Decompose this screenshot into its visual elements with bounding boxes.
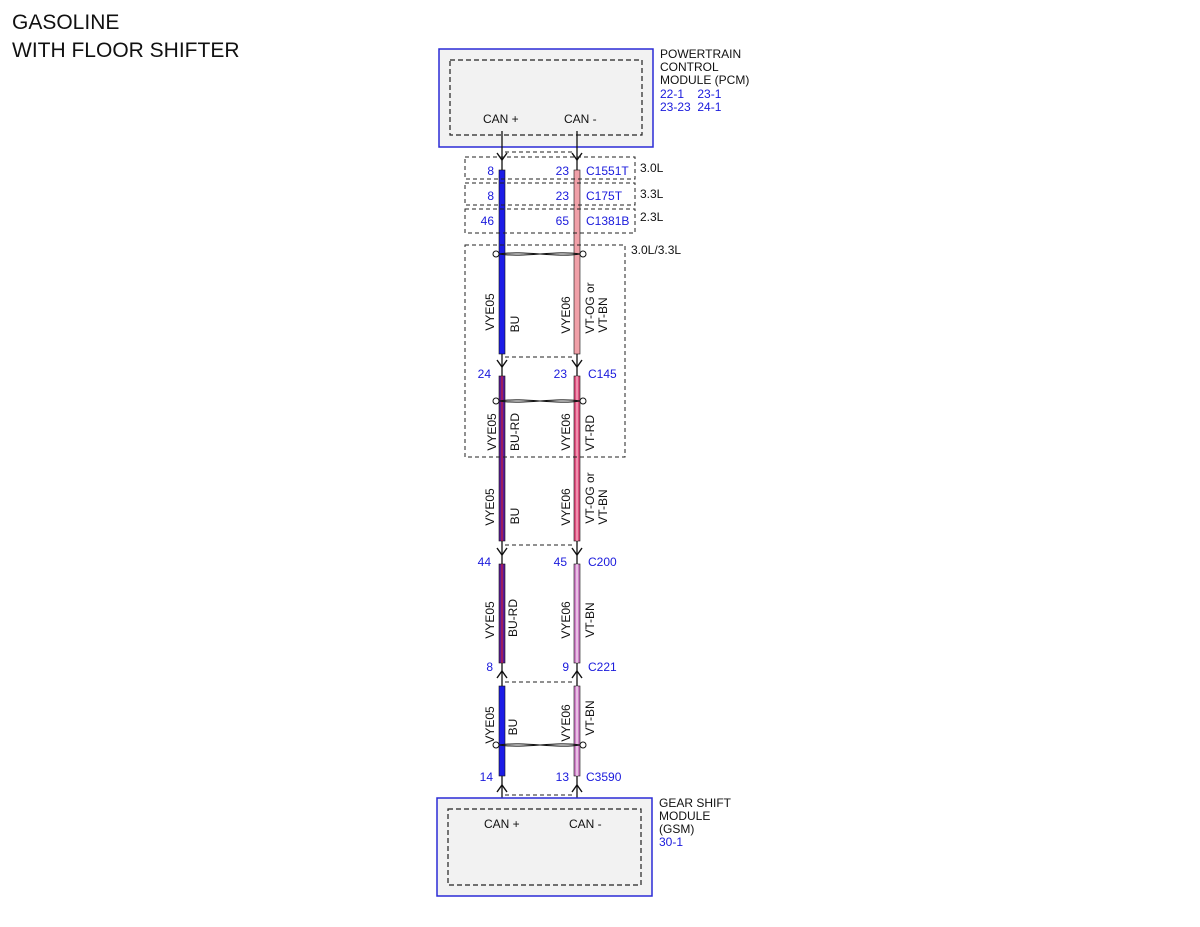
wire-labels: VYE05 BU VYE06 VT-OG or VT-BN VYE05 BU-R… [483, 282, 610, 743]
connector-pin-right: 23 [554, 367, 568, 381]
connector-name: C1381B [586, 214, 629, 228]
title-line-2: WITH FLOOR SHIFTER [12, 39, 240, 62]
arrow-down-icon [571, 152, 583, 162]
connector-pin-right: 13 [556, 770, 570, 784]
pcm-module: CAN + CAN - POWERTRAIN CONTROL MODULE (P… [438, 47, 749, 148]
arrow-up-icon [496, 783, 508, 793]
pcm-box [438, 48, 654, 148]
gsm-module: CAN + CAN - GEAR SHIFT MODULE (GSM) 30-1 [436, 796, 732, 897]
connector-box-c175t [464, 182, 636, 206]
gsm-name-line-2: MODULE [659, 809, 710, 823]
wire-circuit-label: VYE06 [559, 296, 573, 334]
connector-pin-right: 65 [556, 214, 570, 228]
arrow-down-icon [496, 547, 508, 557]
connector-name: C1551T [586, 164, 629, 178]
connector-pin-left: 14 [480, 770, 494, 784]
wire-color-label: VT-OG or [583, 472, 597, 523]
wire-color-label: VT-BN [583, 602, 597, 637]
pcm-refs-line-1: 22-1 23-1 [660, 87, 722, 101]
wire-color-label: BU-RD [506, 599, 520, 637]
connector-pin-left: 44 [478, 555, 492, 569]
arrow-down-icon [496, 152, 508, 162]
variant-connector-boxes [464, 156, 636, 458]
twisted-pair-symbols [492, 250, 587, 749]
pcm-name-line-2: CONTROL [660, 60, 719, 74]
wire-vye05-segment-1 [498, 169, 506, 355]
wire-circuit-label: VYE05 [483, 601, 497, 639]
twisted-pair-icon [492, 397, 587, 405]
gsm-name-line-3: (GSM) [659, 822, 694, 836]
connector-engine-note: 3.0L [640, 161, 664, 175]
wire-vye06-segment-1 [573, 169, 581, 355]
wire-circuit-label: VYE05 [483, 488, 497, 526]
gsm-box [436, 797, 653, 897]
arrow-down-icon [496, 359, 508, 369]
wire-vye05-segment-5 [498, 685, 506, 777]
wires [498, 131, 581, 818]
connector-pin-right: 9 [562, 660, 569, 674]
arrow-up-icon [571, 783, 583, 793]
wire-color-label: BU [508, 508, 522, 525]
connector-pin-left: 46 [481, 214, 495, 228]
wire-color-label: BU-RD [508, 413, 522, 451]
connector-engine-note: 2.3L [640, 210, 664, 224]
wire-color-label: BU [506, 719, 520, 736]
pcm-name-line-1: POWERTRAIN [660, 47, 741, 61]
twisted-pair-icon [492, 250, 587, 258]
wire-circuit-label: VYE05 [483, 706, 497, 744]
connector-pin-right: 45 [554, 555, 568, 569]
connector-name: C145 [588, 367, 617, 381]
connector-pin-left: 8 [487, 189, 494, 203]
connector-name: C175T [586, 189, 623, 203]
wire-color-label: VT-OG or [583, 282, 597, 333]
connector-pin-left: 8 [487, 164, 494, 178]
gsm-pin-can-plus: CAN + [484, 817, 520, 831]
connector-name: C221 [588, 660, 617, 674]
connector-pin-left: 24 [478, 367, 492, 381]
connector-pin-right: 23 [556, 164, 570, 178]
wire-color-label: VT-BN [596, 489, 610, 524]
wire-color-label: VT-BN [583, 700, 597, 735]
gsm-refs-line-1: 30-1 [659, 835, 683, 849]
connector-pin-right: 23 [556, 189, 570, 203]
arrow-down-icon [571, 359, 583, 369]
wire-circuit-label: VYE06 [559, 413, 573, 451]
connector-name: C200 [588, 555, 617, 569]
gsm-name-line-1: GEAR SHIFT [659, 796, 732, 810]
connector-pin-left: 8 [486, 660, 493, 674]
connector-labels: 8 23 C1551T 3.0L 8 23 C175T 3.3L 46 65 C… [478, 161, 682, 784]
pcm-pin-can-plus: CAN + [483, 112, 519, 126]
wire-circuit-label: VYE06 [559, 488, 573, 526]
connector-name: C3590 [586, 770, 622, 784]
pcm-pin-can-minus: CAN - [564, 112, 597, 126]
wire-circuit-label: VYE05 [483, 293, 497, 331]
wire-color-label: VT-BN [596, 297, 610, 332]
arrow-up-icon [571, 669, 583, 679]
wire-circuit-label: VYE06 [559, 601, 573, 639]
pcm-refs-line-2: 23-23 24-1 [660, 100, 722, 114]
wire-circuit-label: VYE06 [559, 704, 573, 742]
wire-circuit-label: VYE05 [485, 413, 499, 451]
twisted-pair-icon [492, 741, 587, 749]
connector-engine-note: 3.3L [640, 187, 664, 201]
arrow-up-icon [496, 669, 508, 679]
connector-arrows [496, 152, 583, 793]
variant-box-label: 3.0L/3.3L [631, 243, 681, 257]
variant-box-3-0l-3-3l [464, 244, 626, 458]
pcm-inner-box [449, 59, 643, 136]
connector-box-c1551t [464, 156, 636, 180]
gsm-inner-box [447, 808, 642, 886]
connector-links [505, 151, 574, 796]
connector-box-c1381b [464, 208, 636, 234]
arrow-down-icon [571, 547, 583, 557]
gsm-pin-can-minus: CAN - [569, 817, 602, 831]
pcm-name-line-3: MODULE (PCM) [660, 73, 749, 87]
wire-color-label: BU [508, 316, 522, 333]
title-line-1: GASOLINE [12, 11, 119, 34]
wire-color-label: VT-RD [583, 415, 597, 451]
